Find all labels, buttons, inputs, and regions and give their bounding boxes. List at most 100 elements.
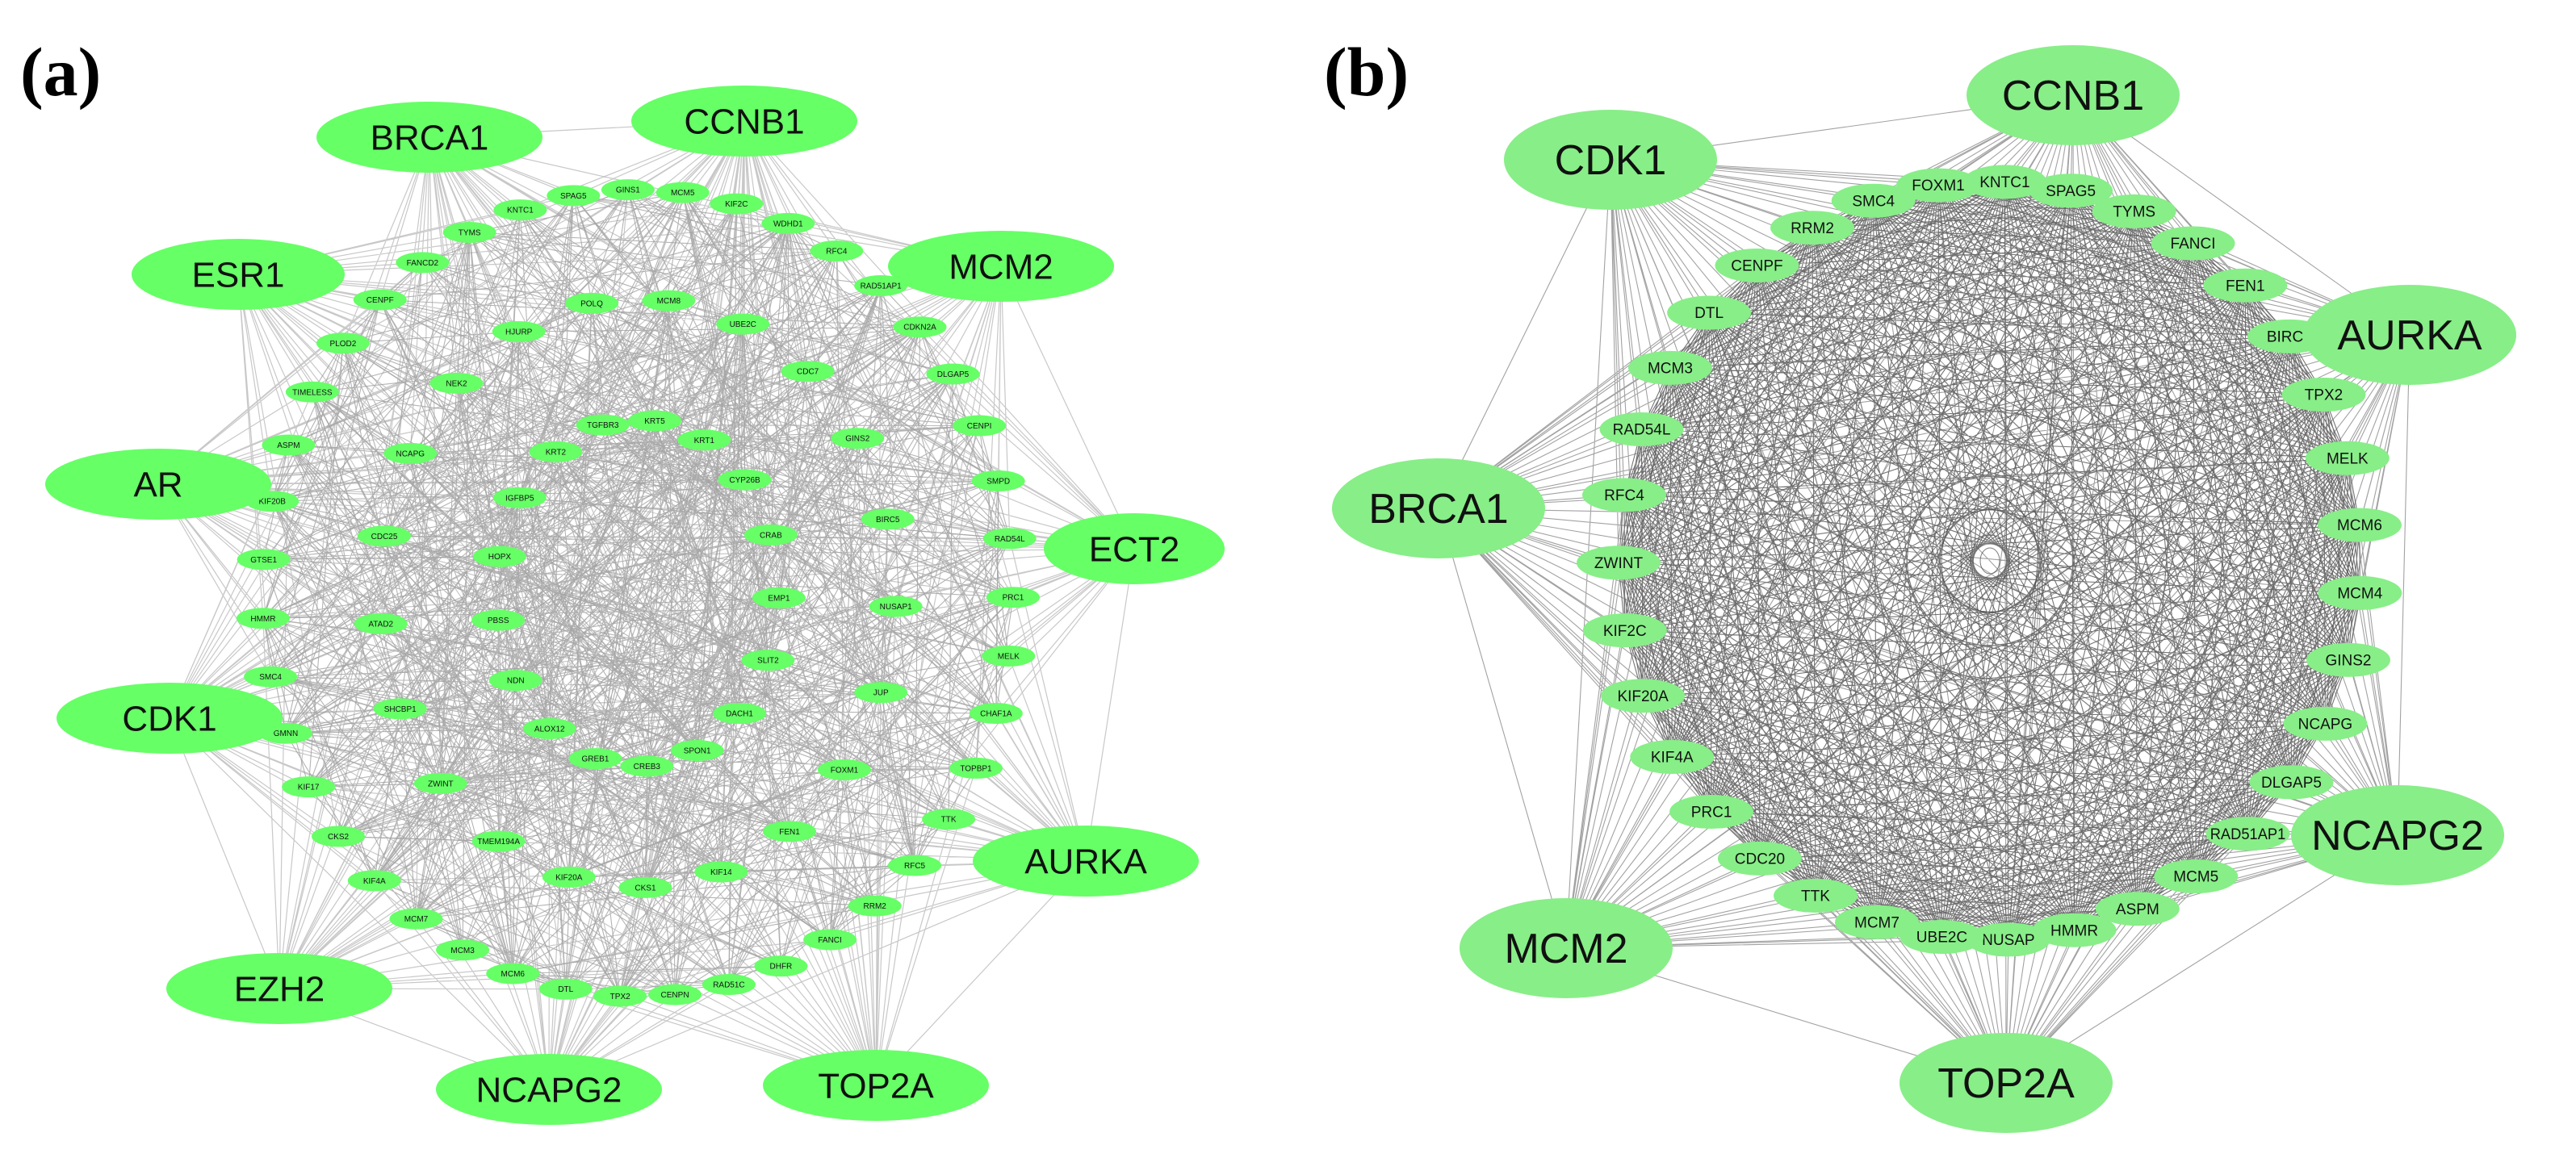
gene-node-shape: [1601, 679, 1686, 713]
gene-node-label: MELK: [998, 652, 1020, 661]
gene-node-shape: [1717, 841, 1802, 876]
panel-a-network: MCM5KIF2CWDHD1RFC4RAD51AP1CDKN2ADLGAP5CE…: [20, 33, 1225, 1125]
gene-node-label: HMMR: [250, 615, 275, 624]
hub-node-shape: [1504, 110, 1717, 210]
gene-node-shape: [713, 703, 767, 725]
gene-node-shape: [1630, 740, 1715, 775]
panel-a-nodes: MCM5KIF2CWDHD1RFC4RAD51AP1CDKN2ADLGAP5CE…: [45, 86, 1225, 1125]
gene-node-shape: [383, 442, 438, 464]
gene-node-cdc7: CDC7: [781, 361, 835, 383]
gene-node-label: ASPM: [277, 441, 299, 450]
gene-node-label: TIMELESS: [292, 388, 333, 397]
gene-node-label: RFC4: [826, 247, 848, 256]
gene-node-label: MCM5: [671, 189, 695, 198]
hub-node-ezh2: EZH2: [166, 953, 392, 1024]
gene-node-shape: [244, 666, 298, 688]
gene-node-shape: [1627, 350, 1712, 385]
gene-node-kif17: KIF17: [282, 776, 336, 798]
gene-node-label: MCM4: [2337, 585, 2382, 602]
hub-node-brca1: BRCA1: [316, 102, 542, 173]
hub-node-shape: [888, 231, 1114, 302]
center-ring: [1979, 547, 2000, 575]
gene-node-shape: [743, 524, 798, 546]
gene-node-label: ATAD2: [368, 621, 393, 629]
panel-b-network: KNTC1SPAG5TYMSFANCIFEN1BIRC5TPX2MELKMCM6…: [1324, 33, 2516, 1133]
gene-node-tmem194a: TMEM194A: [471, 830, 526, 852]
hub-node-shape: [166, 953, 392, 1024]
gene-node-dtl: DTL: [1667, 295, 1752, 330]
hub-node-shape: [1332, 458, 1545, 558]
gene-node-prc1: PRC1: [1669, 794, 1754, 829]
gene-node-shape: [282, 776, 336, 798]
gene-node-fanci: FANCI: [803, 929, 857, 951]
gene-node-kntc1: KNTC1: [1962, 165, 2047, 199]
hub-node-shape: [1044, 513, 1225, 584]
hub-node-label: NCAPG2: [476, 1070, 622, 1110]
gene-node-label: SPAG5: [560, 192, 587, 201]
hub-node-esr1: ESR1: [132, 239, 345, 310]
gene-node-shape: [922, 809, 976, 830]
gene-node-shape: [949, 757, 1003, 779]
gene-node-alox12: ALOX12: [522, 717, 576, 739]
hub-node-ncapg2: NCAPG2: [436, 1054, 662, 1125]
hub-node-label: ESR1: [192, 255, 285, 295]
gene-node-rfc4: RFC4: [810, 240, 864, 261]
gene-node-mcm4: MCM4: [2318, 575, 2402, 610]
gene-node-shape: [601, 179, 655, 201]
gene-node-label: NDN: [507, 677, 525, 686]
gene-node-melk: MELK: [2305, 441, 2390, 475]
gene-node-cenpi: CENPI: [953, 415, 1007, 437]
gene-node-tgfbr3: TGFBR3: [576, 414, 630, 436]
gene-node-shape: [285, 381, 339, 403]
gene-node-label: GINS1: [616, 186, 640, 195]
hub-node-label: TOP2A: [818, 1066, 934, 1106]
gene-node-label: KRT5: [644, 417, 665, 426]
center-ring: [613, 565, 663, 621]
gene-node-hmmr: HMMR: [2032, 913, 2117, 947]
gene-node-krt5: KRT5: [627, 410, 681, 432]
gene-node-label: BIRC5: [876, 516, 900, 525]
gene-node-shape: [710, 193, 764, 215]
gene-node-label: PRC1: [1691, 805, 1732, 821]
gene-node-shape: [971, 470, 1025, 491]
gene-node-label: SMC4: [259, 673, 282, 682]
center-ring: [1950, 508, 2029, 613]
gene-node-ube2c: UBE2C: [716, 313, 770, 335]
gene-node-cenpn: CENPN: [648, 984, 702, 1005]
gene-node-label: CREB3: [634, 763, 661, 771]
gene-node-mcm3: MCM3: [436, 939, 490, 961]
hub-node-shape: [45, 449, 271, 520]
hub-node-ccnb1: CCNB1: [631, 86, 857, 157]
hub-node-shape: [1460, 898, 1673, 998]
hub-node-mcm2: MCM2: [1460, 898, 1673, 998]
gene-node-label: CDC7: [797, 368, 819, 377]
gene-node-shape: [854, 682, 908, 704]
gene-node-label: WDHD1: [773, 219, 803, 228]
gene-node-birc5: BIRC5: [861, 508, 915, 530]
gene-node-label: GMNN: [274, 729, 299, 738]
gene-node-shape: [529, 441, 583, 462]
gene-node-shape: [620, 755, 674, 777]
gene-node-shape: [353, 289, 407, 311]
gene-node-shape: [677, 429, 731, 451]
gene-node-shape: [312, 826, 366, 847]
gene-node-mcm5: MCM5: [656, 182, 710, 203]
gene-node-label: TOPBP1: [960, 764, 992, 773]
gene-node-cenpf: CENPF: [353, 289, 407, 311]
gene-node-shape: [627, 410, 681, 432]
gene-node-rad51c: RAD51C: [702, 974, 756, 996]
gene-node-label: MCM7: [1854, 914, 1900, 931]
gene-node-rfc4: RFC4: [1581, 478, 1666, 512]
gene-node-shape: [1831, 183, 1916, 218]
gene-node-shape: [888, 855, 942, 876]
gene-node-dhfr: DHFR: [754, 955, 808, 977]
gene-node-kif2c: KIF2C: [710, 193, 764, 215]
gene-node-shape: [542, 866, 596, 888]
gene-node-shape: [2283, 706, 2368, 741]
hub-node-label: AR: [133, 465, 182, 504]
panel-a-edges: [157, 120, 1135, 1090]
gene-node-nusap: NUSAP: [1966, 922, 2050, 957]
gene-node-label: RAD51C: [713, 981, 744, 990]
hub-node-shape: [436, 1054, 662, 1125]
gene-node-shape: [389, 908, 443, 930]
